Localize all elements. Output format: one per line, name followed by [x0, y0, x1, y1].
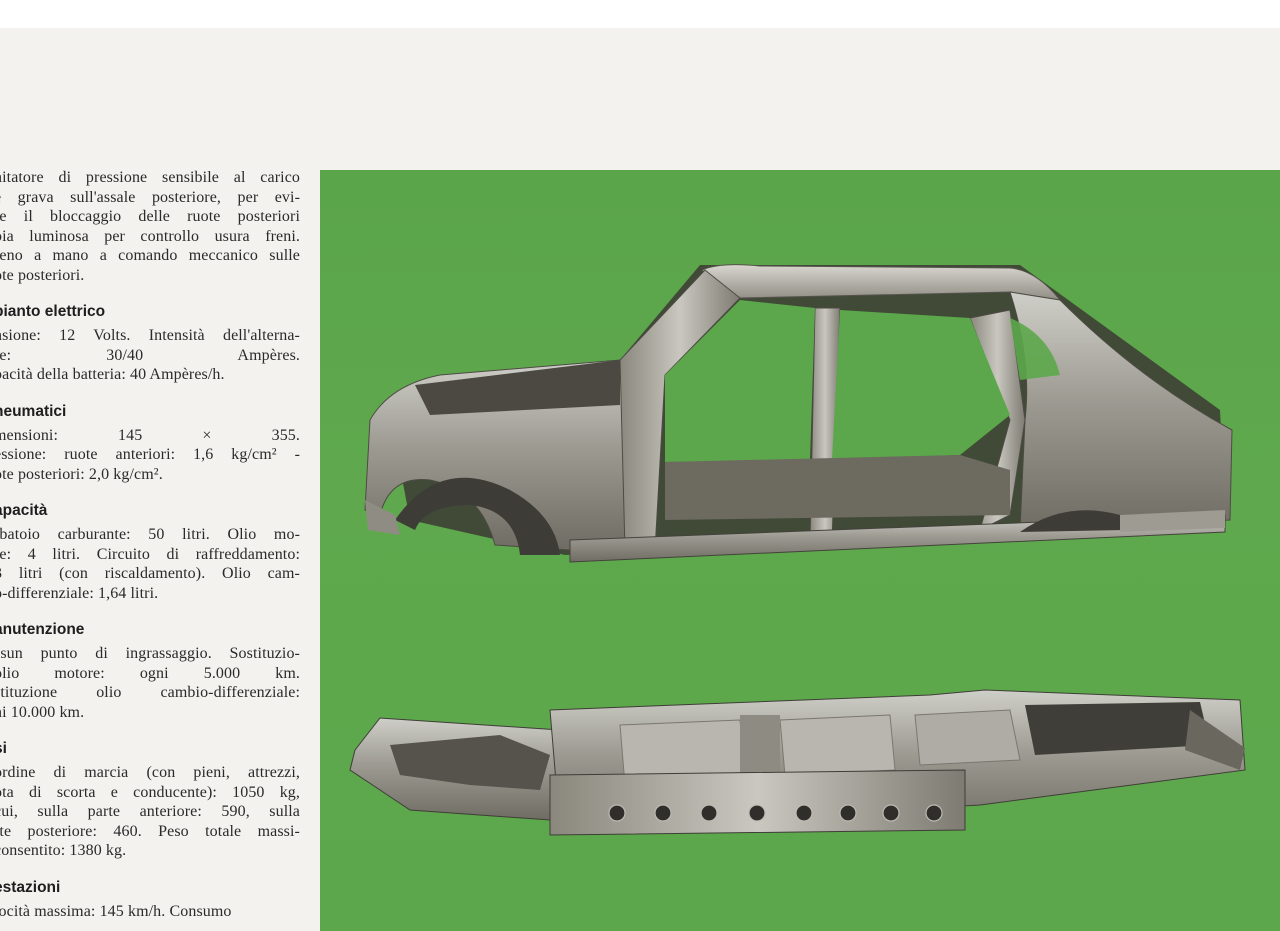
text-line: e grava sull'assale posteriore, per evi-	[0, 188, 300, 206]
section-title: pianto elettrico	[0, 303, 106, 320]
section-title: estazioni	[0, 878, 61, 896]
text-line: locità massima: 145 km/h. Consumo	[0, 902, 232, 920]
text-line: pacità della batteria: 40 Ampères/h.	[0, 366, 225, 383]
spec-section: pianto elettrico nsione: 12 Volts. Intens…	[0, 302, 300, 385]
car-body-shell	[364, 264, 1233, 563]
text-line: mensioni: 145 × 355.	[0, 426, 300, 444]
text-line: consentito: 1380 kg.	[0, 842, 127, 859]
page-top-margin	[0, 0, 1280, 28]
text-line: reno a mano a comando meccanico sulle	[0, 247, 300, 264]
spec-section: estazioni locità massima: 145 km/h. Consu…	[0, 878, 300, 922]
text-line: ote posteriori.	[0, 266, 85, 284]
text-line: nitatore di pressione sensibile al caric…	[0, 169, 300, 186]
spec-section: neumatici mensioni: 145 × 355. essione: ru…	[0, 402, 300, 485]
text-line: ota di scorta e conducente): 1050 kg,	[0, 783, 300, 801]
text-line: olio motore: ogni 5.000 km.	[0, 664, 300, 682]
spec-section: nitatore di pressione sensibile al caric…	[0, 168, 300, 285]
text-line: re il bloccaggio delle ruote posteriori	[0, 208, 300, 225]
text-line: stituzione olio cambio-differenziale:	[0, 684, 300, 701]
text-line: nsione: 12 Volts. Intensità dell'alterna…	[0, 327, 300, 344]
text-line: rte posteriore: 460. Peso totale massi-	[0, 822, 300, 840]
spec-text-column: nitatore di pressione sensibile al caric…	[0, 168, 300, 931]
text-line: cui, sulla parte anteriore: 590, sulla	[0, 803, 300, 820]
section-title: neumatici	[0, 402, 67, 420]
text-line: ote posteriori: 2,0 kg/cm².	[0, 465, 163, 483]
text-line: o-differenziale: 1,64 litri.	[0, 584, 159, 602]
spec-section: apacità rbatoio carburante: 50 litri. Oli…	[0, 501, 300, 603]
spec-section: anutenzione ssun punto di ingrassaggio. S…	[0, 620, 300, 722]
body-shell-illustration	[349, 264, 1246, 836]
car-floor-pan	[349, 689, 1246, 836]
section-title: apacità	[0, 502, 48, 519]
body-shell-photo	[320, 170, 1280, 931]
text-line: ssun punto di ingrassaggio. Sostituzio-	[0, 645, 300, 662]
section-title: anutenzione	[0, 621, 85, 638]
section-title: si	[0, 740, 7, 757]
text-line: pia luminosa per controllo usura freni.	[0, 227, 300, 245]
text-line: re: 4 litri. Circuito di raffreddamento:	[0, 545, 300, 563]
spec-text-inner: nitatore di pressione sensibile al caric…	[0, 168, 300, 921]
text-line: ordine di marcia (con pieni, attrezzi,	[0, 764, 300, 781]
text-line: 3 litri (con riscaldamento). Olio cam-	[0, 565, 300, 582]
text-line: re: 30/40 Ampères.	[0, 346, 300, 364]
text-line: rbatoio carburante: 50 litri. Olio mo-	[0, 526, 300, 543]
text-line: essione: ruote anteriori: 1,6 kg/cm² -	[0, 446, 300, 463]
spec-section: si ordine di marcia (con pieni, attrezzi…	[0, 739, 300, 861]
text-line: ni 10.000 km.	[0, 703, 85, 721]
